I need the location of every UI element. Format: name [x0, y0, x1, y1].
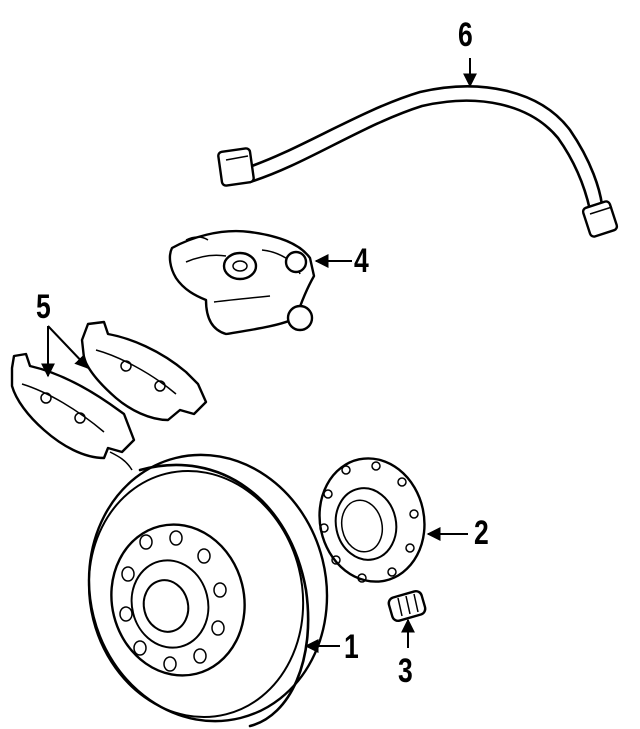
leader-5b — [47, 325, 89, 370]
leader-lines — [41, 58, 477, 653]
callout-4: 4 — [354, 242, 369, 280]
brake-hose-drawing — [217, 85, 619, 238]
brake-pads-drawing — [10, 320, 208, 471]
callout-1: 1 — [344, 628, 359, 666]
callout-5: 5 — [36, 288, 51, 326]
brake-rotor-drawing — [87, 453, 329, 728]
callout-2: 2 — [474, 514, 489, 552]
wheel-stud-drawing — [387, 590, 427, 622]
wheel-hub-drawing — [318, 457, 426, 583]
brake-caliper-drawing — [168, 229, 316, 336]
callout-3: 3 — [398, 652, 413, 690]
callout-6: 6 — [458, 16, 473, 54]
